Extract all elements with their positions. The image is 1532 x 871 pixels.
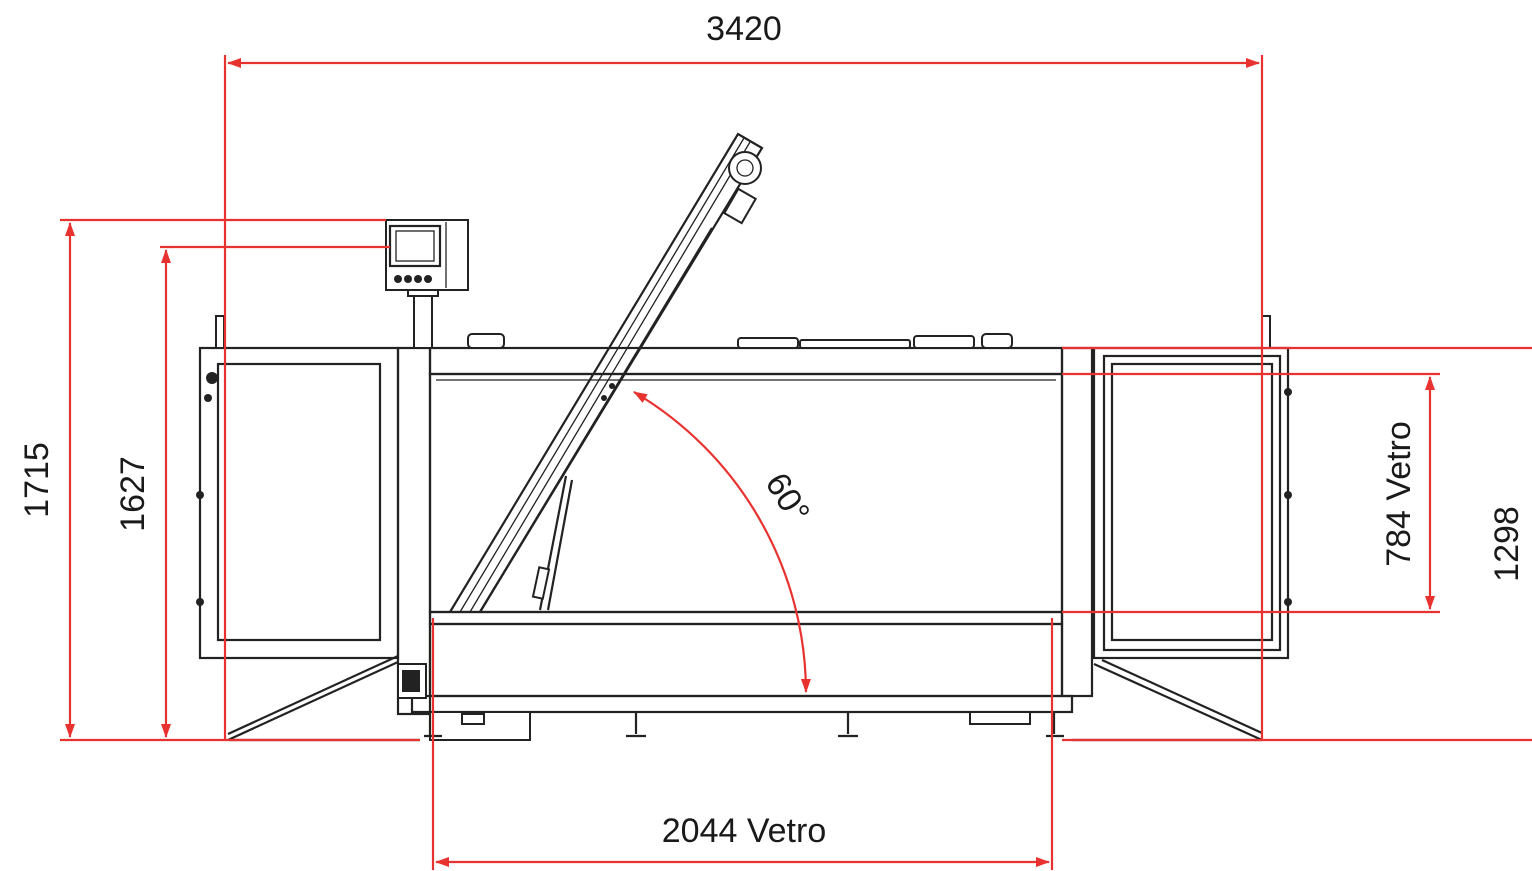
dimension-glass-width: [431, 618, 1054, 870]
dimension-lid-angle: [633, 391, 811, 693]
dimension-panel-height: [160, 245, 390, 738]
dimension-labels: 3420 1715 1627 1298 784 Vetro 2044 Vetro…: [18, 10, 1526, 850]
dimension-overall-width: [223, 55, 1264, 740]
label-panel-height: 1627: [114, 456, 152, 532]
label-lid-angle: 60°: [758, 466, 817, 530]
machine-outline: [196, 132, 1292, 742]
right-door: [1072, 315, 1292, 742]
left-door: [196, 315, 420, 742]
label-glass-height: 784 Vetro: [1380, 421, 1418, 567]
roller-icon: [728, 151, 762, 185]
label-overall-width: 3420: [706, 10, 782, 48]
raised-lid: [449, 132, 764, 613]
dimension-glass-height: [1062, 372, 1440, 614]
dimension-lines: [60, 55, 1532, 870]
control-panel-icon: [385, 219, 469, 349]
main-body: [396, 333, 1094, 741]
label-overall-height: 1715: [18, 442, 56, 518]
dimension-body-height: [1062, 346, 1532, 742]
label-glass-width: 2044 Vetro: [662, 812, 826, 850]
dimension-overall-height: [60, 218, 420, 742]
label-body-height: 1298: [1488, 506, 1526, 582]
